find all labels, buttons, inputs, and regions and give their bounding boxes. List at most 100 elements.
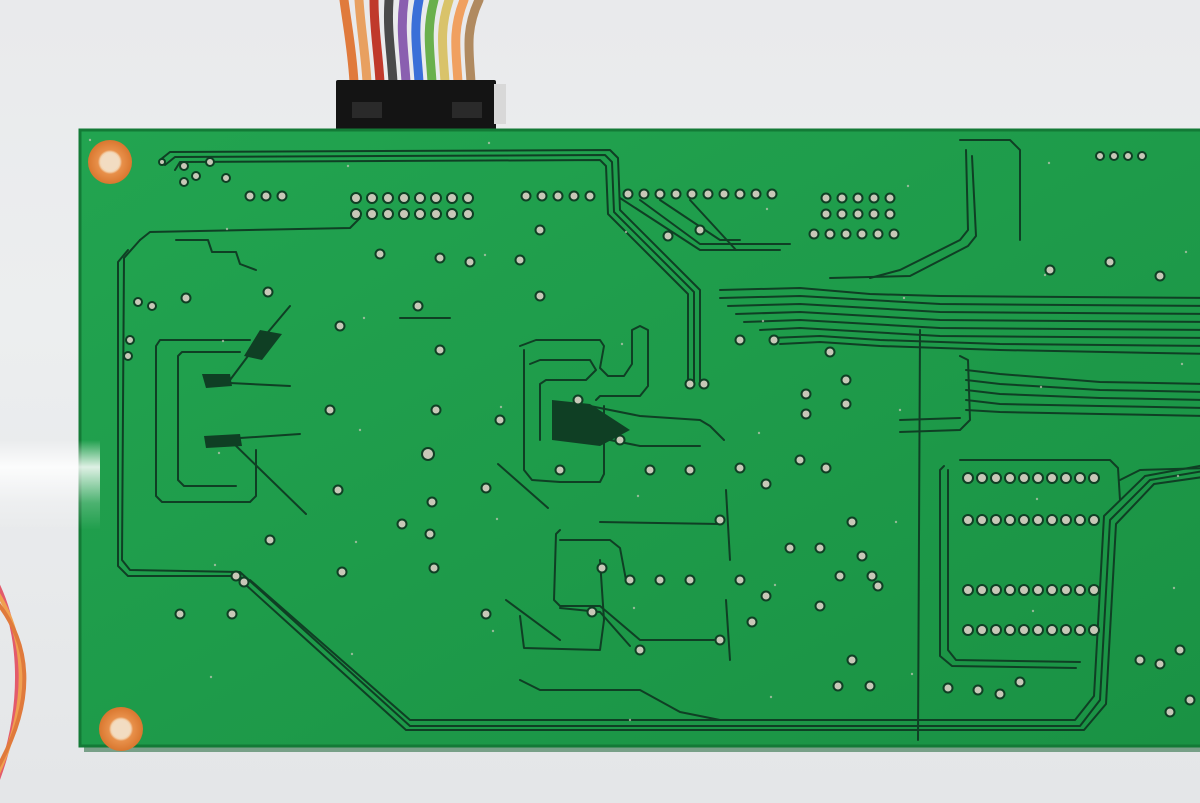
pad bbox=[1154, 658, 1166, 670]
pad bbox=[520, 190, 532, 202]
pad bbox=[1004, 624, 1016, 636]
pad bbox=[1154, 270, 1166, 282]
trace bbox=[177, 351, 241, 487]
pad bbox=[534, 224, 546, 236]
silkscreen-dot bbox=[209, 675, 213, 679]
pad bbox=[684, 378, 696, 390]
wire bbox=[0, 602, 27, 768]
trace bbox=[139, 217, 361, 241]
pad bbox=[244, 190, 256, 202]
pad bbox=[800, 388, 812, 400]
pad bbox=[332, 484, 344, 496]
trace bbox=[965, 369, 1200, 385]
trace bbox=[735, 311, 1200, 323]
pad bbox=[976, 472, 988, 484]
pad bbox=[866, 570, 878, 582]
pad bbox=[1060, 472, 1072, 484]
pad bbox=[382, 208, 394, 220]
trace bbox=[559, 607, 631, 647]
pad bbox=[794, 454, 806, 466]
pad bbox=[814, 600, 826, 612]
header-connector bbox=[336, 80, 506, 132]
pad bbox=[864, 680, 876, 692]
silkscreen-dot bbox=[769, 695, 773, 699]
trace bbox=[743, 319, 1200, 331]
pad bbox=[147, 301, 157, 311]
pad bbox=[836, 192, 848, 204]
trace bbox=[497, 463, 549, 509]
pad bbox=[1060, 514, 1072, 526]
pad bbox=[820, 208, 832, 220]
pad bbox=[584, 190, 596, 202]
silkscreen-dot bbox=[910, 672, 914, 676]
pad bbox=[718, 188, 730, 200]
pad bbox=[191, 171, 201, 181]
pad bbox=[554, 464, 566, 476]
silkscreen-dot bbox=[628, 718, 632, 722]
pad bbox=[622, 188, 634, 200]
pad bbox=[808, 228, 820, 240]
pad bbox=[962, 584, 974, 596]
pad bbox=[972, 684, 984, 696]
pad bbox=[1123, 151, 1133, 161]
pad bbox=[976, 514, 988, 526]
pad bbox=[990, 514, 1002, 526]
pad bbox=[1046, 584, 1058, 596]
pad bbox=[1088, 514, 1100, 526]
pad bbox=[125, 335, 135, 345]
pad bbox=[698, 378, 710, 390]
trace bbox=[229, 439, 307, 515]
pad bbox=[832, 680, 844, 692]
table-reflection bbox=[0, 440, 100, 530]
silkscreen-dot bbox=[483, 253, 487, 257]
trace bbox=[965, 399, 1200, 409]
pad bbox=[714, 634, 726, 646]
trace bbox=[869, 149, 969, 279]
silkscreen-dot bbox=[1172, 586, 1176, 590]
pad bbox=[324, 404, 336, 416]
trace bbox=[965, 389, 1200, 401]
pad bbox=[800, 408, 812, 420]
silkscreen-dot bbox=[1047, 161, 1051, 165]
silkscreen-dot bbox=[1039, 385, 1043, 389]
pad bbox=[596, 562, 608, 574]
trace bbox=[899, 355, 971, 433]
pad bbox=[374, 248, 386, 260]
silkscreen-dot bbox=[491, 629, 495, 633]
pad bbox=[1060, 624, 1072, 636]
silkscreen-dot bbox=[757, 431, 761, 435]
pad bbox=[398, 192, 410, 204]
pad bbox=[552, 190, 564, 202]
pad bbox=[962, 624, 974, 636]
wire bbox=[383, 0, 398, 87]
pad bbox=[694, 224, 706, 236]
pad bbox=[424, 528, 436, 540]
pad bbox=[1032, 514, 1044, 526]
pad bbox=[888, 228, 900, 240]
silkscreen-dot bbox=[773, 583, 777, 587]
pad bbox=[872, 228, 884, 240]
pad bbox=[1046, 514, 1058, 526]
pad bbox=[430, 404, 442, 416]
wire bbox=[411, 0, 424, 87]
pad bbox=[684, 574, 696, 586]
pad bbox=[814, 542, 826, 554]
trace bbox=[689, 199, 737, 251]
silkscreen-dot bbox=[906, 184, 910, 188]
pad bbox=[412, 300, 424, 312]
pad bbox=[1046, 472, 1058, 484]
pad bbox=[174, 608, 186, 620]
trace bbox=[959, 139, 1021, 241]
pad bbox=[180, 292, 192, 304]
pad bbox=[350, 192, 362, 204]
silkscreen-dot bbox=[761, 319, 765, 323]
pad bbox=[1018, 514, 1030, 526]
pad bbox=[434, 344, 446, 356]
pad bbox=[1060, 584, 1072, 596]
pad bbox=[568, 190, 580, 202]
pad bbox=[179, 161, 189, 171]
pad bbox=[414, 192, 426, 204]
pad bbox=[1088, 584, 1100, 596]
trace bbox=[519, 559, 605, 651]
